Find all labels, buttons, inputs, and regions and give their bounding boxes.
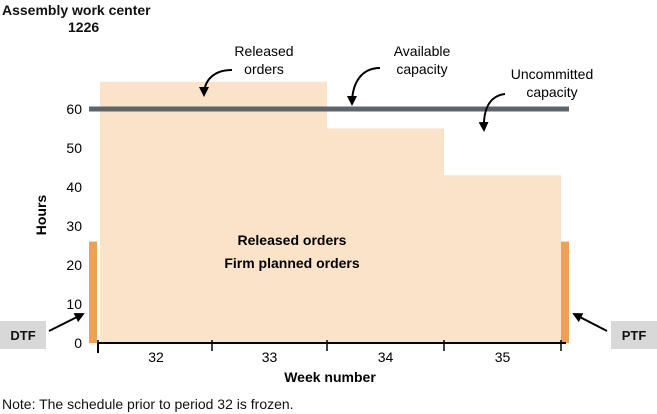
x-tick-label-34: 34 [378, 349, 394, 365]
x-tick-label-32: 32 [148, 349, 164, 365]
x-tick-label-33: 33 [262, 349, 278, 365]
ptf-tag-label: PTF [621, 327, 647, 343]
dtf-pointer-arrow [48, 313, 85, 332]
ptf-fence-bar [561, 241, 569, 343]
available-capacity-callout-line-2: capacity [396, 61, 447, 77]
chart-title-line-2: 1226 [68, 19, 100, 35]
dtf-fence-bar [89, 241, 97, 343]
uncommitted-capacity-callout-line-2: capacity [526, 84, 577, 100]
y-tick-label-60: 60 [66, 101, 82, 117]
released-orders-region-label: Released orders [238, 232, 347, 248]
uncommitted-capacity-arrow [478, 93, 506, 132]
y-tick-label-0: 0 [74, 335, 82, 351]
y-axis-title: Hours [33, 195, 49, 236]
load-area [100, 81, 561, 343]
firm-planned-orders-region-label: Firm planned orders [224, 255, 360, 271]
y-tick-label-10: 10 [66, 296, 82, 312]
y-tick-label-20: 20 [66, 257, 82, 273]
y-tick-label-40: 40 [66, 179, 82, 195]
chart-note: Note: The schedule prior to period 32 is… [2, 396, 294, 412]
released-orders-arrow [199, 69, 233, 97]
ptf-tag: PTF [611, 321, 657, 349]
released-orders-callout-line-1: Released [234, 43, 293, 59]
available-capacity-arrow [347, 67, 381, 106]
ptf-pointer-arrow [572, 313, 608, 332]
x-tick-label-35: 35 [495, 349, 511, 365]
dtf-tag: DTF [0, 321, 46, 349]
chart-title-line-1: Assembly work center [2, 2, 151, 18]
x-axis-title: Week number [284, 369, 376, 385]
available-capacity-callout-line-1: Available [394, 43, 451, 59]
y-tick-label-30: 30 [66, 218, 82, 234]
released-orders-callout-line-2: orders [244, 61, 284, 77]
uncommitted-capacity-callout-line-1: Uncommitted [511, 66, 593, 82]
y-tick-label-50: 50 [66, 140, 82, 156]
dtf-tag-label: DTF [10, 327, 36, 343]
